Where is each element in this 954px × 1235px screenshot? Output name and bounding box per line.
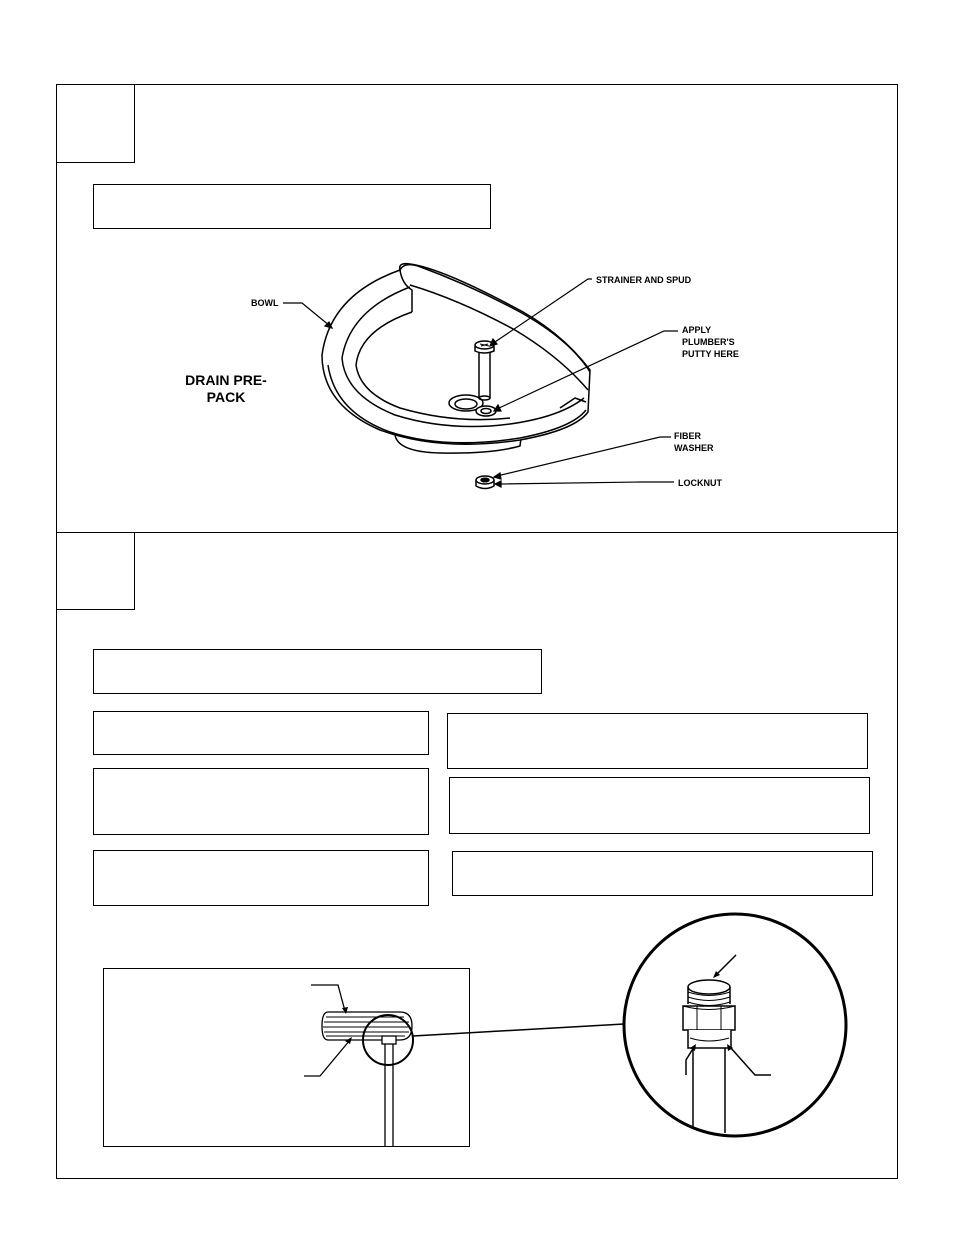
step-2-instruction-box-main <box>93 649 542 694</box>
pipe-detail-frame <box>103 968 470 1147</box>
step-2-number-box <box>56 532 135 610</box>
step-2-instruction-box-right-3 <box>452 851 873 896</box>
fiber-washer-label-line2: WASHER <box>674 443 714 453</box>
fiber-washer-label-line1: FIBER <box>674 431 701 441</box>
drain-prepack-title-line1: DRAIN PRE- <box>185 372 267 388</box>
step-2-instruction-box-right-2 <box>449 777 870 834</box>
strainer-label: STRAINER AND SPUD <box>596 275 692 285</box>
bowl-illustration <box>321 262 591 490</box>
drain-prepack-title: DRAIN PRE- PACK <box>170 372 282 406</box>
locknut-label: LOCKNUT <box>678 478 722 488</box>
putty-label-line2: PLUMBER'S <box>682 337 735 347</box>
drain-prepack-title-line2: PACK <box>206 389 246 405</box>
putty-label-line1: APPLY <box>682 325 712 335</box>
step-2-panel <box>56 532 898 1179</box>
step-1-number-box <box>56 84 135 163</box>
step-1-leader-lines <box>283 278 678 488</box>
bowl-label: BOWL <box>251 298 279 308</box>
putty-label-line3: PUTTY HERE <box>682 349 739 359</box>
putty-label: APPLY PLUMBER'S PUTTY HERE <box>682 324 739 360</box>
step-2-instruction-box-right-1 <box>447 713 868 769</box>
step-2-instruction-box-left-2 <box>93 768 429 835</box>
fiber-washer-label: FIBER WASHER <box>674 430 714 454</box>
step-1-instruction-box <box>93 184 491 229</box>
step-2-instruction-box-left-3 <box>93 850 429 906</box>
step-2-instruction-box-left-1 <box>93 711 429 755</box>
pipe-illustration <box>304 984 625 1146</box>
fitting-detail-illustration <box>622 912 848 1138</box>
